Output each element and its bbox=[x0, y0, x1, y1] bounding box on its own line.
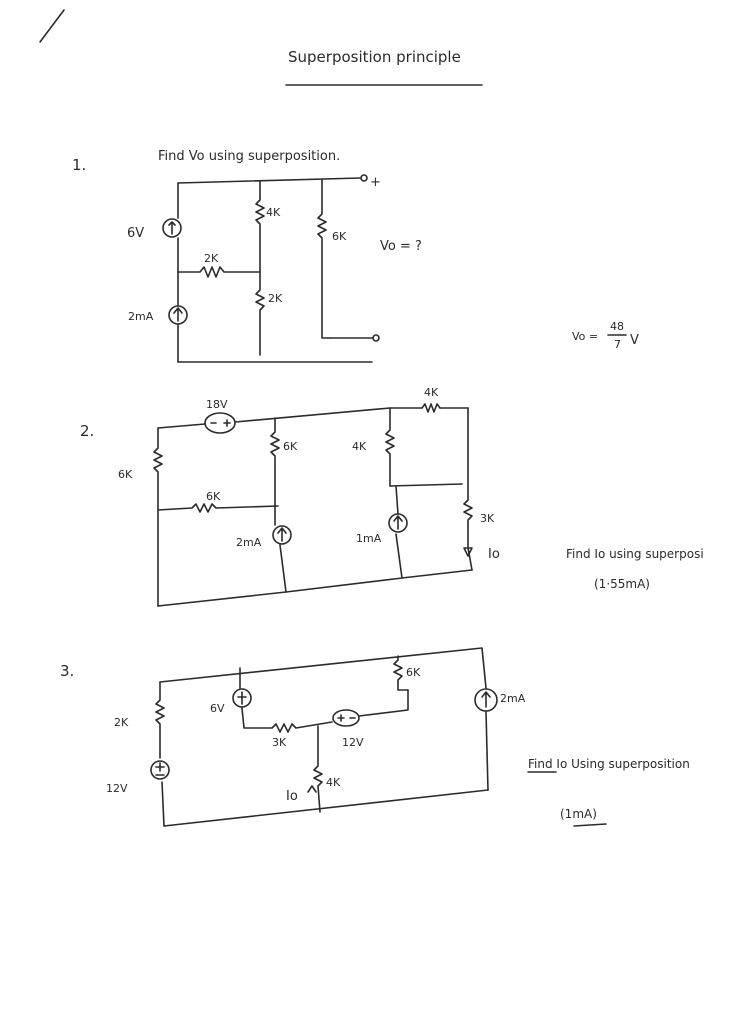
problem1-prompt: Find Vo using superposition. bbox=[158, 149, 340, 164]
c2-resistor-4k-vertical bbox=[385, 407, 403, 579]
c3-inner-right-wire bbox=[358, 689, 409, 717]
c2-current-arrow-2ma bbox=[277, 527, 287, 542]
c1-top-wire bbox=[177, 177, 361, 184]
c3-label-12v-left: 12V bbox=[106, 782, 128, 795]
circuit-1: 6V 4K 6K 2K 2K 2mA + Vo = ? bbox=[127, 174, 422, 363]
c1-current-arrow bbox=[173, 307, 183, 322]
answer1-lhs: Vo = bbox=[572, 330, 598, 343]
c1-current-source-2ma bbox=[168, 305, 188, 325]
c2-resistor-6k-middle bbox=[270, 417, 287, 593]
answer1-denominator: 7 bbox=[614, 338, 621, 351]
answer1-unit: V bbox=[630, 333, 639, 348]
c2-bottom-wire bbox=[157, 569, 473, 607]
c2-voltage-source-18v bbox=[204, 412, 236, 434]
c3-outer-top-right bbox=[159, 647, 489, 791]
c2-label-4k-vertical: 4K bbox=[352, 440, 367, 453]
c3-label-2k: 2K bbox=[114, 716, 129, 729]
c1-resistor-2k-horizontal bbox=[177, 266, 261, 278]
c2-current-arrow-1ma bbox=[393, 515, 403, 530]
problem3-answer-underline bbox=[573, 823, 607, 827]
c2-label-6k-left: 6K bbox=[118, 468, 133, 481]
c3-voltage-source-12v-mid bbox=[332, 709, 360, 727]
page-title: Superposition principle bbox=[288, 48, 461, 66]
c2-label-3k: 3K bbox=[480, 512, 495, 525]
c1-terminal-minus bbox=[372, 334, 380, 342]
c3-label-12v-mid: 12V bbox=[342, 736, 364, 749]
c3-current-arrow-2ma bbox=[481, 691, 491, 708]
c3-source-signs-6v bbox=[237, 691, 247, 705]
c2-io-arrow bbox=[463, 547, 473, 557]
c2-resistor-4k-top bbox=[421, 403, 441, 413]
c3-label-2ma: 2mA bbox=[500, 692, 526, 705]
c2-label-18v: 18V bbox=[206, 398, 228, 411]
c1-resistor-6k-branch bbox=[317, 179, 331, 339]
c1-terminal-plus bbox=[360, 174, 368, 182]
c3-resistor-6k bbox=[393, 655, 409, 691]
c2-resistor-6k-horizontal bbox=[157, 503, 279, 513]
c1-resistor-4k-2k-branch bbox=[255, 180, 265, 356]
c3-source-signs-12v-mid bbox=[337, 714, 356, 722]
c3-io-arrow bbox=[307, 785, 317, 793]
c3-source-signs-12v bbox=[155, 762, 165, 776]
c3-outer-left-bottom bbox=[155, 681, 489, 827]
problem3-answer: (1mA) bbox=[560, 807, 597, 821]
c3-voltage-source-12v-left bbox=[150, 760, 170, 780]
c2-label-6k-horizontal: 6K bbox=[206, 490, 221, 503]
problem3-number: 3. bbox=[60, 662, 74, 680]
corner-slash-mark bbox=[39, 9, 65, 43]
c1-label-6v: 6V bbox=[127, 226, 144, 241]
c1-label-plus: + bbox=[370, 175, 381, 190]
c3-label-6v: 6V bbox=[210, 702, 225, 715]
c2-source-signs bbox=[210, 419, 231, 427]
c3-label-4k: 4K bbox=[326, 776, 341, 789]
c3-current-source-2ma bbox=[474, 688, 498, 712]
c3-label-io: Io bbox=[286, 789, 298, 804]
circuit-2: 18V 6K 6K 6K 4K 4K 3K 2mA 1mA Io bbox=[118, 386, 500, 607]
c1-label-2ma: 2mA bbox=[128, 310, 154, 323]
problem2-number: 2. bbox=[80, 422, 94, 440]
problem1-number: 1. bbox=[72, 156, 86, 174]
problem2-task: Find Io using superposi bbox=[566, 547, 704, 561]
c3-resistor-4k bbox=[313, 725, 323, 813]
c1-label-2k-v: 2K bbox=[268, 292, 283, 305]
c3-inner-left-3k bbox=[239, 667, 333, 733]
answer1-numerator: 48 bbox=[610, 320, 624, 333]
c3-label-6k: 6K bbox=[406, 666, 421, 679]
c1-label-6k: 6K bbox=[332, 230, 347, 243]
c1-label-vo: Vo = ? bbox=[380, 239, 422, 254]
c1-label-2k-h: 2K bbox=[204, 252, 219, 265]
c2-resistor-6k-left bbox=[153, 427, 163, 607]
c2-label-2ma: 2mA bbox=[236, 536, 262, 549]
c2-resistor-3k bbox=[463, 407, 473, 571]
circuit-3: 2K 12V 6V 3K 12V 4K Io 6K 2mA bbox=[106, 647, 526, 827]
c1-voltage-source-6v bbox=[162, 218, 182, 238]
c2-label-4k-top: 4K bbox=[424, 386, 439, 399]
problem1-answer: Vo = 48 7 V bbox=[572, 320, 639, 351]
c2-label-6k-middle: 6K bbox=[283, 440, 298, 453]
problem2-answer: (1·55mA) bbox=[594, 577, 650, 591]
c2-current-source-2ma bbox=[272, 525, 292, 545]
c1-source-arrow bbox=[168, 221, 176, 235]
c2-label-1ma: 1mA bbox=[356, 532, 382, 545]
problem3-task: Find Io Using superposition bbox=[528, 757, 690, 771]
c3-voltage-source-6v bbox=[232, 688, 252, 708]
c2-mid-wire bbox=[389, 483, 463, 515]
c3-label-3k: 3K bbox=[272, 736, 287, 749]
c2-label-io: Io bbox=[488, 547, 500, 562]
c1-label-4k: 4K bbox=[266, 206, 281, 219]
